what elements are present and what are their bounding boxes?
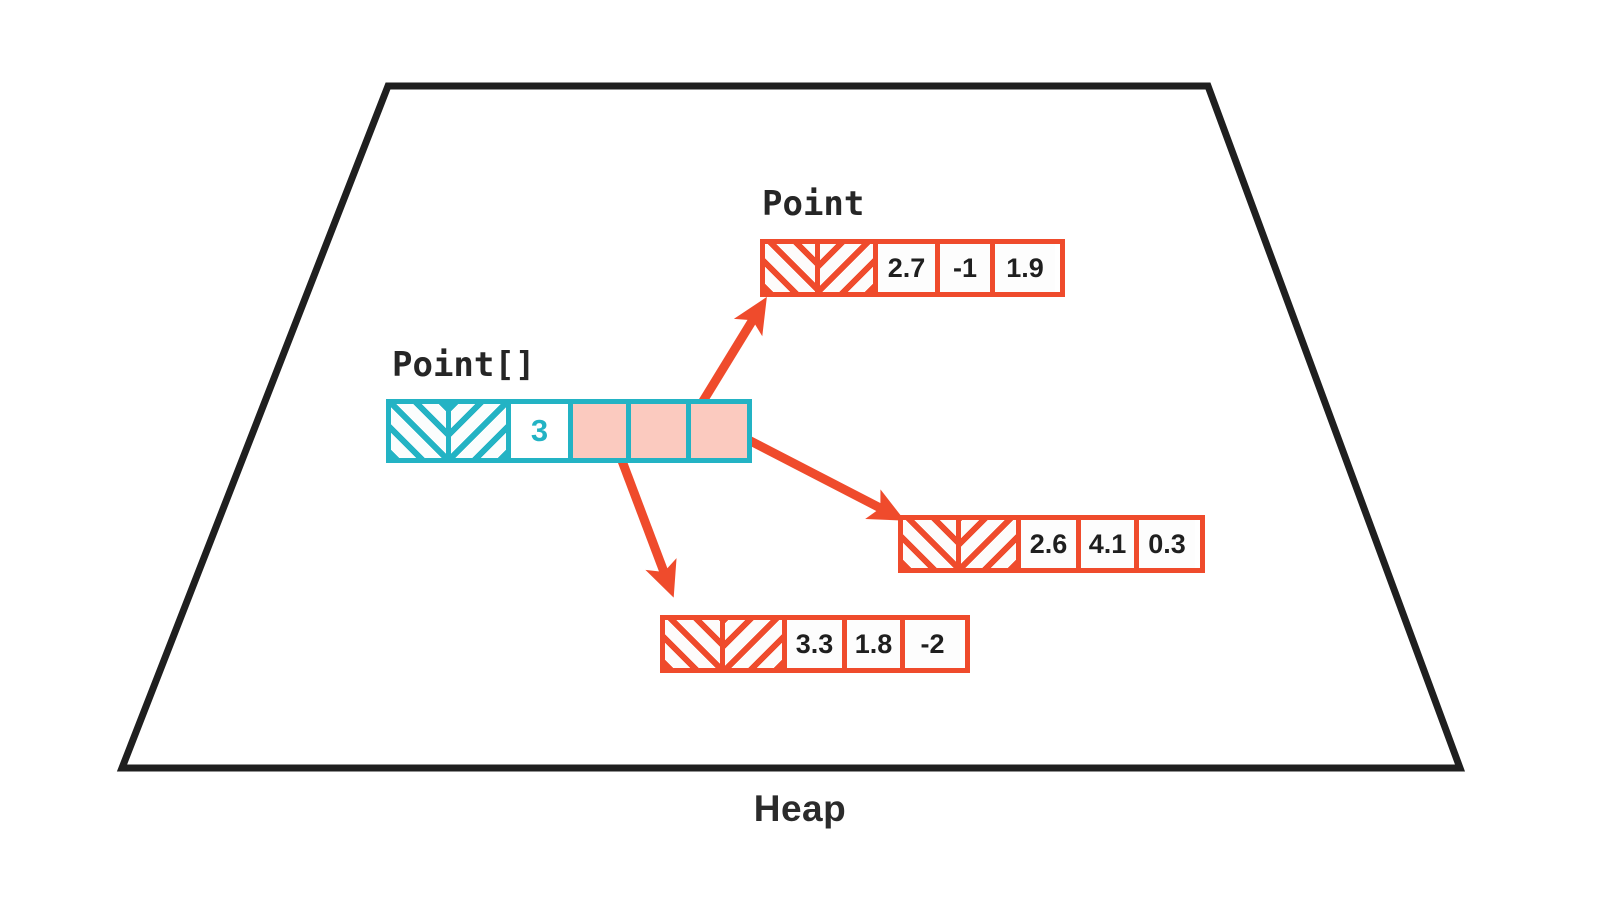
heap-caption: Heap (753, 788, 847, 829)
field-y-value: 4.1 (1081, 520, 1139, 568)
point-object-bottom: 3.3 1.8 -2 (660, 615, 970, 673)
field-x-value: 2.7 (878, 244, 940, 292)
object-header-cell-left (665, 620, 725, 668)
point-object-top: 2.7 -1 1.9 (760, 239, 1065, 297)
array-slot-0 (573, 404, 631, 458)
object-header-cell-right (961, 520, 1021, 568)
object-header-cell-left (903, 520, 961, 568)
array-header-cell-left (391, 404, 451, 458)
point-array-structure: 3 (386, 399, 752, 463)
array-slot-2 (691, 404, 747, 458)
field-z-value: 0.3 (1139, 520, 1195, 568)
array-slot-1 (631, 404, 691, 458)
field-y-value: 1.8 (847, 620, 905, 668)
array-length-cell: 3 (511, 404, 573, 458)
field-z-value: 1.9 (995, 244, 1055, 292)
type-label-point-array: Point[] (392, 345, 536, 385)
field-z-value: -2 (905, 620, 960, 668)
field-y-value: -1 (940, 244, 995, 292)
field-x-value: 2.6 (1021, 520, 1081, 568)
point-object-right: 2.6 4.1 0.3 (898, 515, 1205, 573)
object-header-cell-right (820, 244, 878, 292)
array-header-cell-right (451, 404, 511, 458)
type-label-point: Point (762, 184, 865, 224)
heap-boundary-trapezoid (116, 82, 1466, 772)
object-header-cell-left (765, 244, 820, 292)
arrow-slot2-to-point-right (732, 429, 905, 521)
field-x-value: 3.3 (787, 620, 847, 668)
object-header-cell-right (725, 620, 787, 668)
